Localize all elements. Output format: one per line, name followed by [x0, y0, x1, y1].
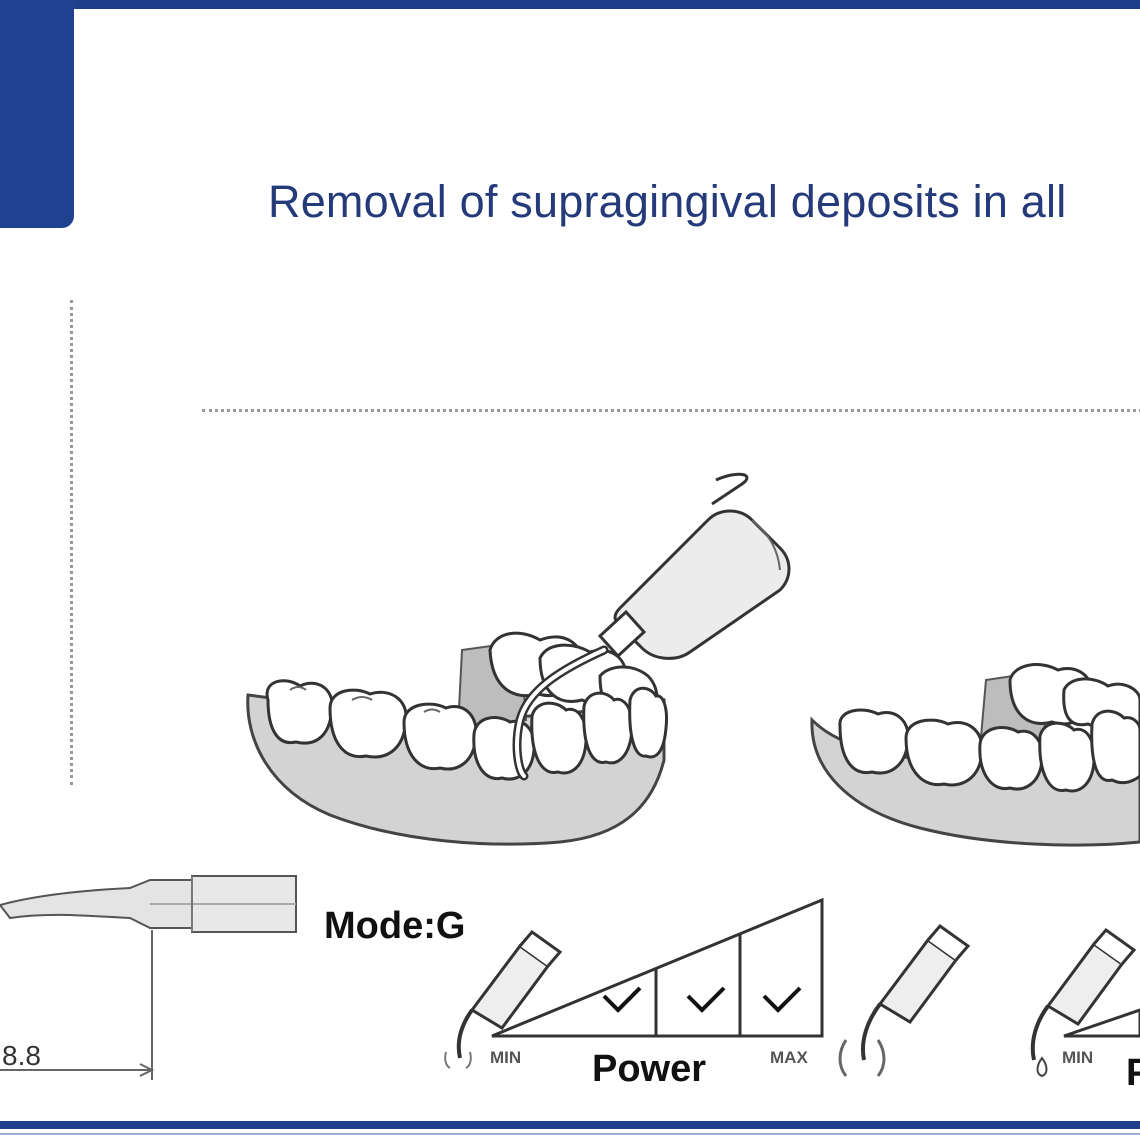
- tooth-scaling-illustration-2: [810, 663, 1140, 847]
- bottom-rule-thin: [0, 1133, 1140, 1135]
- horizontal-dotted-divider: [202, 409, 1140, 412]
- page-heading: Removal of supragingival deposits in all: [268, 176, 1067, 227]
- scaler-tip-drawing: [0, 875, 297, 1080]
- power-min-label-2: MIN: [1062, 1048, 1094, 1067]
- scaler-tip-icon: [456, 929, 563, 1059]
- dimension-label: 8.8: [2, 1040, 41, 1071]
- power-label: Power: [592, 1048, 707, 1090]
- power-max-label: MAX: [770, 1048, 808, 1067]
- scaler-tip-icon-2: [861, 923, 971, 1061]
- check-icon: [602, 986, 642, 1013]
- power-label-2: P: [1126, 1052, 1140, 1094]
- top-rule: [0, 0, 1140, 9]
- vibration-icon: [838, 1039, 886, 1077]
- corner-tab: [0, 0, 74, 228]
- check-icon: [762, 986, 802, 1013]
- water-drop-icon: [1036, 1056, 1048, 1078]
- tooth-scaling-illustration: [246, 472, 791, 846]
- tip-outline-icon: [444, 1051, 472, 1069]
- vertical-dotted-divider: [70, 300, 73, 785]
- mode-label: Mode:G: [324, 905, 466, 947]
- bottom-rule: [0, 1121, 1140, 1129]
- check-icon: [686, 986, 726, 1013]
- power-scale: [491, 897, 824, 1038]
- scaler-tip-icon-3: [1030, 927, 1140, 1061]
- power-min-label: MIN: [490, 1048, 522, 1067]
